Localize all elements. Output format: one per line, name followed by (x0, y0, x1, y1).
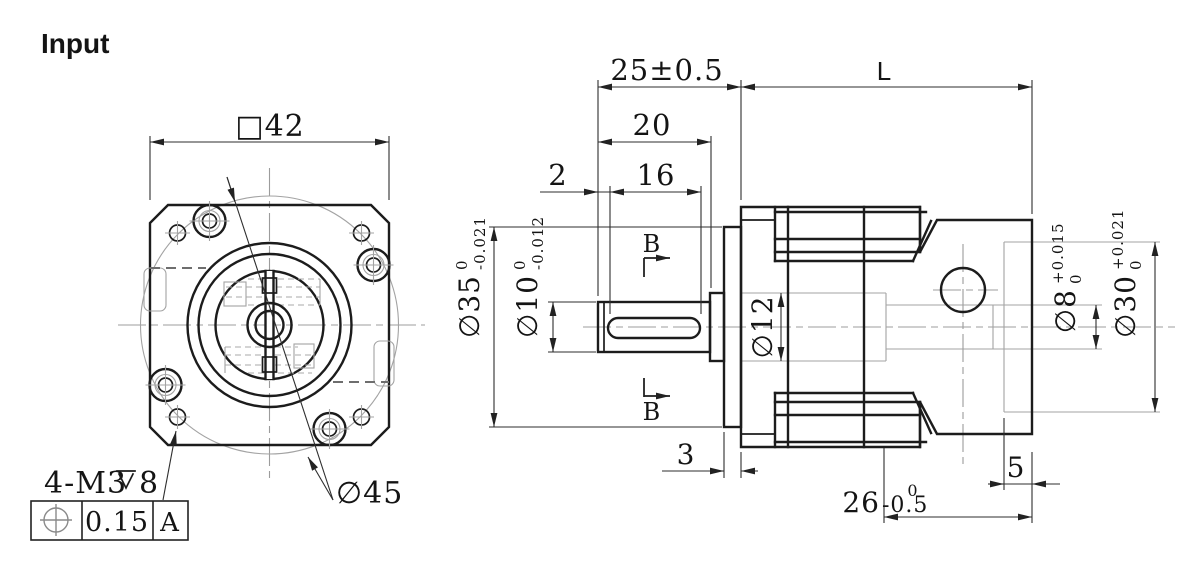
dia30-sub: 0 (1127, 259, 1145, 270)
page-title: Input (41, 28, 109, 59)
thread-callout-prefix: 4-M3 (44, 466, 127, 501)
through-hole (349, 405, 374, 429)
side-hole (939, 266, 987, 314)
dia8-sup: +0.015 (1049, 222, 1067, 284)
dim-26-sub: -0.5 (882, 493, 928, 518)
dia45-leader: ∅45 (226, 176, 403, 511)
through-hole (165, 221, 190, 245)
through-hole (349, 221, 374, 245)
position-tolerance-icon (40, 504, 72, 536)
dia30-main: ∅30 (1109, 275, 1142, 338)
side-view-hidden (741, 241, 1160, 468)
section-marker-bottom: B (643, 378, 670, 426)
dia30-sup: +0.021 (1109, 208, 1127, 270)
dim-dia10: ∅10 0 -0.012 (511, 216, 596, 353)
bolt-circle (139, 195, 400, 455)
dia35-main: ∅35 (453, 275, 486, 338)
dim-2-text: 2 (548, 158, 567, 192)
through-hole (165, 405, 190, 429)
dim-16-text: 16 (637, 158, 676, 192)
dia45-text: ∅45 (336, 476, 403, 511)
side-view: B B 25±0.5 L 20 (453, 53, 1175, 523)
keyway (606, 316, 702, 340)
dim-L: L (741, 56, 1033, 214)
mounting-boss-bottom (773, 391, 933, 449)
dim-20-text: 20 (633, 108, 672, 142)
dim-26: 26 0 -0.5 (842, 448, 1033, 523)
tapped-holes (145, 201, 394, 449)
dia8-sub: 0 (1067, 273, 1085, 284)
dim-dia30: ∅30 +0.021 0 (1109, 208, 1159, 412)
mounting-boss-top (773, 205, 933, 263)
section-marker-top: B (643, 230, 670, 277)
center-bore (246, 301, 293, 349)
dim-dia35: ∅35 0 -0.021 (453, 216, 722, 428)
dim-26-sup: 0 (907, 481, 918, 500)
dia35-sup: 0 (453, 259, 471, 270)
gearbox-body (739, 205, 1034, 449)
dia35-sub: -0.021 (471, 216, 489, 270)
dim-5: 5 (988, 418, 1060, 490)
tapped-hole (145, 365, 186, 405)
tolerance-datum: A (159, 508, 180, 538)
dim-L-text: L (877, 56, 891, 86)
dim-25-text: 25±0.5 (610, 53, 723, 87)
depth-symbol-icon (116, 470, 136, 490)
section-label-bottom: B (643, 398, 662, 426)
dim-dia12: ∅12 (746, 293, 785, 361)
thread-callout-suffix: 8 (139, 466, 159, 501)
dia12-main: ∅12 (746, 295, 779, 358)
dia10-sup: 0 (511, 259, 529, 270)
front-view: □42 ∅45 4-M3 8 (30, 109, 425, 541)
thread-callout: 4-M3 8 (44, 430, 177, 501)
tolerance-frame: 0.15 A (30, 500, 189, 541)
flange-outline (148, 203, 391, 447)
dim-square-42: □42 (149, 109, 390, 200)
dim-3: 3 (662, 432, 758, 478)
dia10-sub: -0.012 (529, 216, 547, 270)
dim-20: 20 (598, 108, 712, 288)
tapped-hole (353, 245, 394, 285)
section-label-top: B (643, 230, 662, 258)
through-holes (165, 221, 374, 429)
dim-2-16: 2 16 (540, 158, 702, 314)
dim-3-text: 3 (677, 438, 696, 471)
dim-26-main: 26 (842, 486, 880, 519)
tapped-hole (189, 201, 230, 241)
dim-square-42-text: □42 (235, 109, 305, 144)
front-view-hidden-details (143, 267, 395, 387)
dia8-main: ∅8 (1049, 289, 1082, 333)
tapped-hole (309, 409, 350, 449)
tolerance-value: 0.15 (85, 507, 149, 538)
dim-25: 25±0.5 (597, 53, 742, 296)
dim-dia8: ∅8 +0.015 0 (1049, 222, 1100, 349)
dim-5-text: 5 (1007, 451, 1026, 484)
clamp-slot (261, 269, 278, 381)
dia10-main: ∅10 (511, 275, 544, 338)
